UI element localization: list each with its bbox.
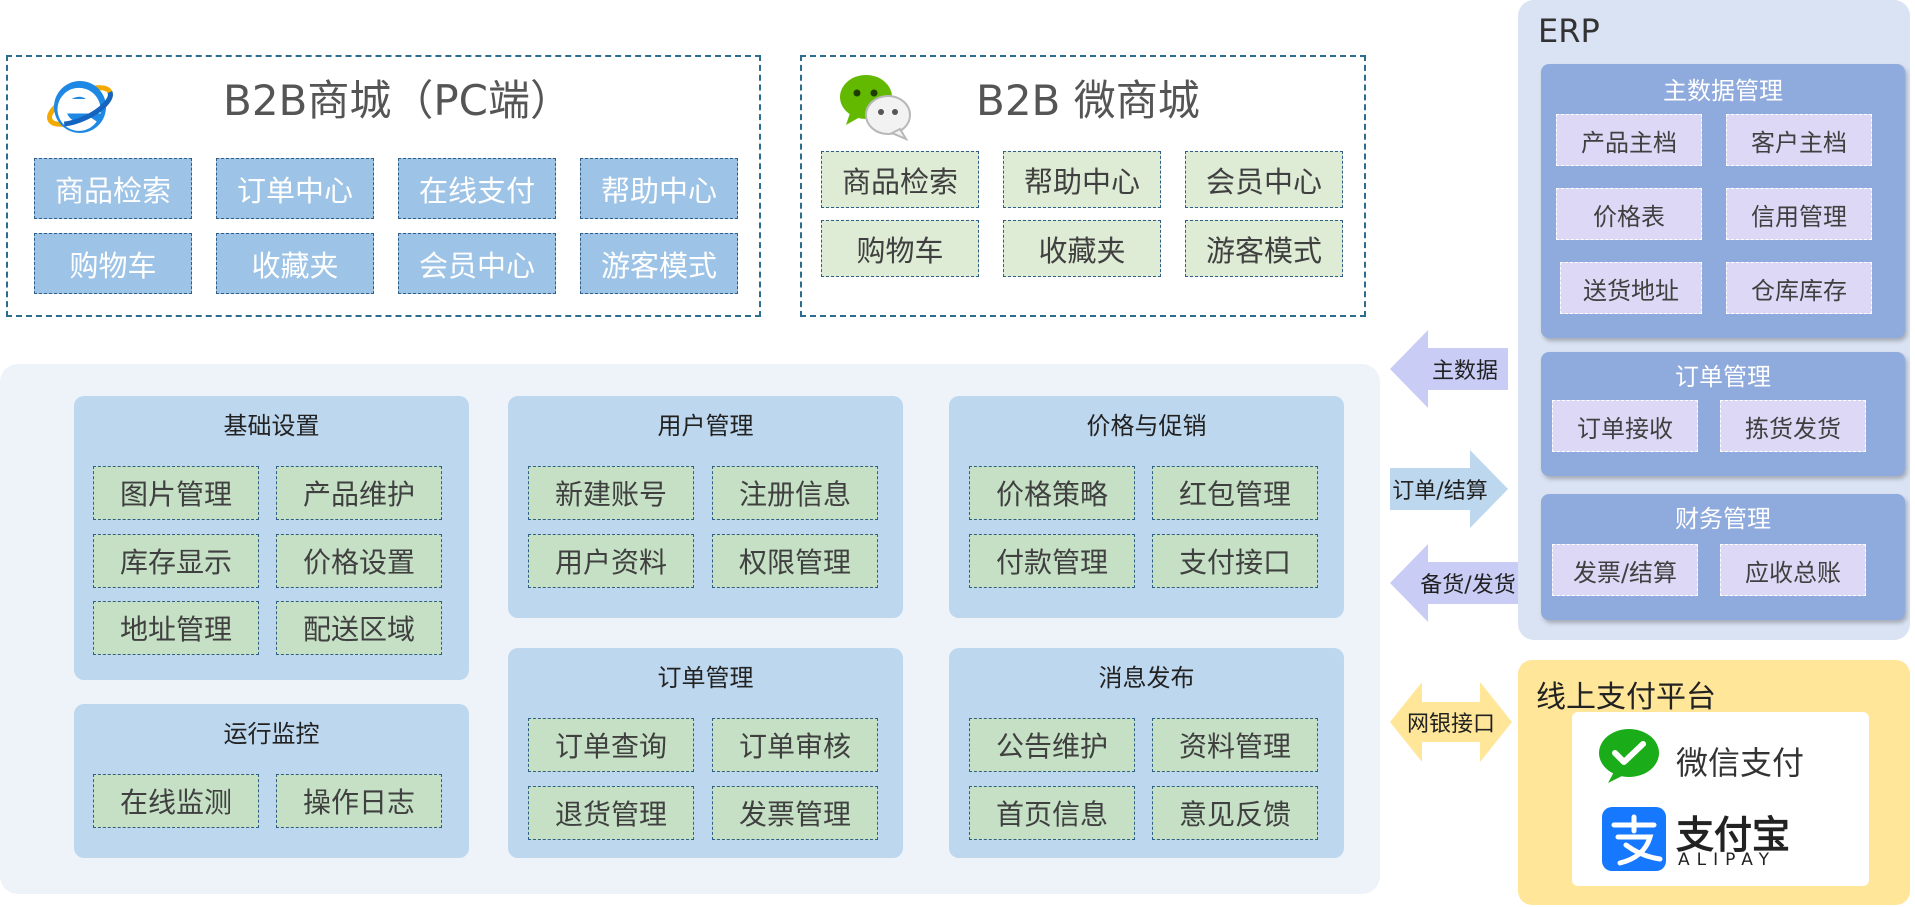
payment-platform-panel: 线上支付平台 微信支付 支付宝 ALIPAY (1518, 660, 1910, 905)
arrow-both-icon (1390, 682, 1512, 762)
wechat-store-panel: B2B 微商城 商品检索 帮助中心 会员中心 购物车 收藏夹 游客模式 (800, 55, 1366, 317)
wechat-store-title: B2B 微商城 (976, 76, 1200, 125)
tile-operation-log[interactable]: 操作日志 (276, 774, 442, 828)
tile-registration-info[interactable]: 注册信息 (712, 466, 878, 520)
arrow-label: 网银接口 (1406, 712, 1495, 737)
pc-tile-member-center[interactable]: 会员中心 (398, 233, 556, 294)
arrow-master-data: 主数据 (1390, 330, 1508, 408)
payment-platform-title: 线上支付平台 (1536, 680, 1716, 715)
pc-tile-favorites[interactable]: 收藏夹 (216, 233, 374, 294)
pc-tile-online-payment[interactable]: 在线支付 (398, 158, 556, 219)
wx-tile-favorites[interactable]: 收藏夹 (1003, 220, 1161, 277)
pc-tile-help-center[interactable]: 帮助中心 (580, 158, 738, 219)
erp-tile-ship-address[interactable]: 送货地址 (1560, 262, 1702, 314)
wx-tile-help-center[interactable]: 帮助中心 (1003, 151, 1161, 208)
pc-tile-guest-mode[interactable]: 游客模式 (580, 233, 738, 294)
arrow-left-icon (1390, 330, 1508, 408)
erp-group-orders: 订单管理 订单接收 拣货发货 (1541, 352, 1905, 476)
tile-notice-maint[interactable]: 公告维护 (969, 718, 1135, 772)
module-title: 订单管理 (657, 663, 754, 692)
pc-tile-product-search[interactable]: 商品检索 (34, 158, 192, 219)
wx-tile-product-search[interactable]: 商品检索 (821, 151, 979, 208)
arrow-stock-delivery: 备货/发货 (1390, 544, 1520, 622)
payment-methods-card: 微信支付 支付宝 ALIPAY (1572, 712, 1869, 886)
erp-group-title: 订单管理 (1675, 362, 1771, 391)
tile-red-packet-mgmt[interactable]: 红包管理 (1152, 466, 1318, 520)
erp-panel: ERP 主数据管理 产品主档 客户主档 价格表 信用管理 送货地址 仓库库存 订… (1518, 0, 1910, 640)
tile-feedback[interactable]: 意见反馈 (1152, 786, 1318, 840)
module-title: 价格与促销 (1086, 411, 1207, 440)
arrow-bank-interface: 网银接口 (1390, 682, 1512, 762)
wx-tile-cart[interactable]: 购物车 (821, 220, 979, 277)
alipay-label-en: ALIPAY (1678, 850, 1776, 870)
pc-tile-cart[interactable]: 购物车 (34, 233, 192, 294)
arrow-order-settlement: 订单/结算 (1390, 450, 1508, 528)
wechat-pay-label: 微信支付 (1676, 744, 1805, 782)
arrow-left-icon (1390, 544, 1520, 622)
pc-store-panel: B2B商城（PC端） 商品检索 订单中心 在线支付 帮助中心 购物车 收藏夹 会… (6, 55, 761, 317)
erp-title: ERP (1538, 12, 1600, 50)
module-pricing: 价格与促销 价格策略 红包管理 付款管理 支付接口 (949, 396, 1344, 618)
erp-tile-price-list[interactable]: 价格表 (1556, 188, 1702, 240)
tile-address-mgmt[interactable]: 地址管理 (93, 601, 259, 655)
tile-payment-mgmt[interactable]: 付款管理 (969, 534, 1135, 588)
erp-group-master-data: 主数据管理 产品主档 客户主档 价格表 信用管理 送货地址 仓库库存 (1541, 64, 1905, 338)
tile-document-mgmt[interactable]: 资料管理 (1152, 718, 1318, 772)
wechat-icon (836, 71, 916, 142)
module-messages: 消息发布 公告维护 资料管理 首页信息 意见反馈 (949, 648, 1344, 858)
tile-stock-display[interactable]: 库存显示 (93, 534, 259, 588)
alipay-icon (1602, 807, 1666, 871)
wechat-pay-icon (1598, 728, 1660, 784)
erp-tile-order-receive[interactable]: 订单接收 (1552, 400, 1698, 452)
tile-return-mgmt[interactable]: 退货管理 (528, 786, 694, 840)
alipay-label-cn: 支付宝 (1676, 813, 1791, 857)
erp-tile-credit-mgmt[interactable]: 信用管理 (1726, 188, 1872, 240)
module-order-mgmt: 订单管理 订单查询 订单审核 退货管理 发票管理 (508, 648, 903, 858)
module-user-mgmt: 用户管理 新建账号 注册信息 用户资料 权限管理 (508, 396, 903, 618)
tile-payment-interface[interactable]: 支付接口 (1152, 534, 1318, 588)
tile-invoice-mgmt[interactable]: 发票管理 (712, 786, 878, 840)
tile-order-query[interactable]: 订单查询 (528, 718, 694, 772)
module-basic-settings: 基础设置 图片管理 产品维护 库存显示 价格设置 地址管理 配送区域 (74, 396, 469, 680)
arrow-label: 备货/发货 (1420, 573, 1516, 598)
erp-group-title: 主数据管理 (1663, 76, 1783, 105)
module-title: 消息发布 (1098, 663, 1195, 692)
tile-homepage-info[interactable]: 首页信息 (969, 786, 1135, 840)
tile-price-setting[interactable]: 价格设置 (276, 534, 442, 588)
arrow-label: 订单/结算 (1392, 479, 1488, 504)
tile-new-account[interactable]: 新建账号 (528, 466, 694, 520)
erp-tile-receivable-ledger[interactable]: 应收总账 (1720, 544, 1866, 596)
erp-group-finance: 财务管理 发票/结算 应收总账 (1541, 494, 1905, 620)
erp-group-title: 财务管理 (1675, 504, 1771, 533)
tile-permission-mgmt[interactable]: 权限管理 (712, 534, 878, 588)
tile-price-strategy[interactable]: 价格策略 (969, 466, 1135, 520)
internet-explorer-icon (44, 69, 116, 141)
erp-tile-customer-master[interactable]: 客户主档 (1726, 114, 1872, 166)
module-monitoring: 运行监控 在线监测 操作日志 (74, 704, 469, 858)
erp-tile-product-master[interactable]: 产品主档 (1556, 114, 1702, 166)
erp-tile-warehouse-stock[interactable]: 仓库库存 (1726, 262, 1872, 314)
wx-tile-guest-mode[interactable]: 游客模式 (1185, 220, 1343, 277)
tile-product-maint[interactable]: 产品维护 (276, 466, 442, 520)
pc-store-title: B2B商城（PC端） (223, 76, 573, 125)
tile-online-monitor[interactable]: 在线监测 (93, 774, 259, 828)
module-title: 基础设置 (223, 411, 320, 440)
tile-user-profile[interactable]: 用户资料 (528, 534, 694, 588)
pc-tile-order-center[interactable]: 订单中心 (216, 158, 374, 219)
tile-image-mgmt[interactable]: 图片管理 (93, 466, 259, 520)
erp-tile-invoice-settlement[interactable]: 发票/结算 (1552, 544, 1698, 596)
wx-tile-member-center[interactable]: 会员中心 (1185, 151, 1343, 208)
arrow-right-icon (1390, 450, 1508, 528)
erp-tile-pick-ship[interactable]: 拣货发货 (1720, 400, 1866, 452)
module-title: 运行监控 (223, 719, 320, 748)
module-title: 用户管理 (657, 411, 754, 440)
tile-order-review[interactable]: 订单审核 (712, 718, 878, 772)
arrow-label: 主数据 (1431, 359, 1498, 384)
tile-delivery-zone[interactable]: 配送区域 (276, 601, 442, 655)
